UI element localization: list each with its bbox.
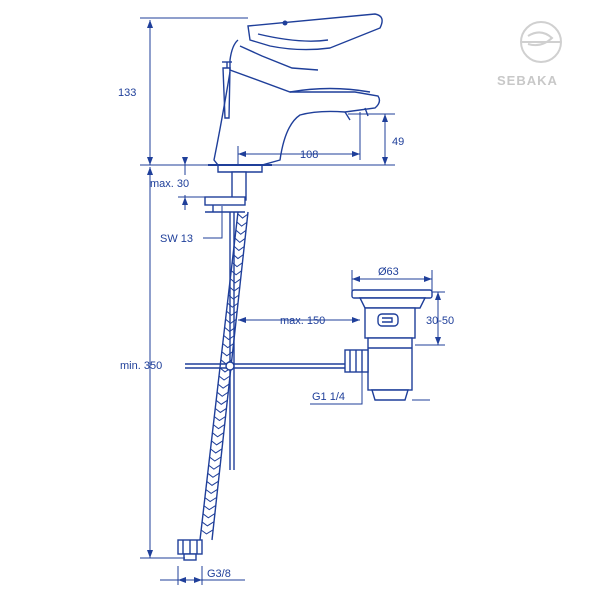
dim-spout-reach-label: 108 — [300, 149, 318, 161]
hose-braid-segment — [202, 513, 215, 519]
dim-waste-diameter-label: Ø63 — [378, 266, 399, 278]
hose-braid-segment — [212, 432, 224, 438]
hose-braid-segment — [223, 335, 235, 341]
hose-braid-segment — [221, 351, 233, 357]
dim-max-150-label: max. 150 — [280, 315, 325, 327]
dim-max-30-label: max. 30 — [150, 178, 189, 190]
hose-braid-segment — [212, 424, 225, 430]
hose-braid-segment — [214, 407, 227, 414]
hose-braid-segment — [209, 456, 222, 462]
dim-adjust-range-label: 30-50 — [426, 315, 454, 327]
hose-braid-segment — [234, 237, 246, 243]
hose-braid-segment — [205, 488, 218, 495]
hose-braid-segment — [236, 221, 248, 227]
hose-braid-segment — [206, 480, 219, 486]
dim-thread-hose-label: G3/8 — [207, 568, 231, 580]
hose-braid-segment — [232, 254, 244, 260]
hose-braid-segment — [230, 278, 242, 284]
hose-braid-segment — [204, 497, 217, 503]
hose-braid-segment — [235, 229, 247, 235]
hose-braid-segment — [211, 440, 224, 446]
braided-hose — [177, 211, 249, 561]
dim-wrench-label: SW 13 — [160, 233, 193, 245]
hose-braid-segment — [215, 399, 228, 405]
faucet-shank — [204, 171, 247, 213]
hose-braid-segment — [237, 213, 249, 219]
hose-braid-segment — [217, 383, 230, 389]
hose-braid-segment — [208, 464, 221, 470]
watermark-logo — [520, 21, 562, 63]
hose-braid-segment — [207, 472, 220, 478]
waste-valve — [344, 289, 433, 401]
dim-spout-height-label: 49 — [392, 136, 404, 148]
dim-height-total-label: 133 — [118, 87, 136, 99]
dim-thread-waste-label: G1 1/4 — [312, 391, 345, 403]
hose-braid-segment — [233, 245, 245, 252]
popup-linkage — [185, 212, 345, 470]
hose-braid-segment — [200, 529, 214, 535]
hose-braid-segment — [218, 375, 231, 381]
hose-braid-segment — [203, 505, 216, 511]
hose-braid-segment — [210, 448, 223, 454]
hose-braid-segment — [227, 302, 239, 308]
hose-braid-segment — [201, 521, 215, 527]
faucet-body — [208, 13, 383, 173]
dim-min-350-label: min. 350 — [120, 360, 162, 372]
watermark-text: SEBAKA — [497, 73, 558, 88]
hose-braid-segment — [225, 318, 237, 324]
hose-braid-segment — [213, 416, 226, 422]
dimension-lines — [140, 17, 445, 585]
hose-braid-segment — [231, 270, 242, 276]
hose-braid-segment — [216, 391, 229, 397]
hose-braid-segment — [222, 343, 234, 349]
hose-braid-segment — [226, 310, 238, 316]
